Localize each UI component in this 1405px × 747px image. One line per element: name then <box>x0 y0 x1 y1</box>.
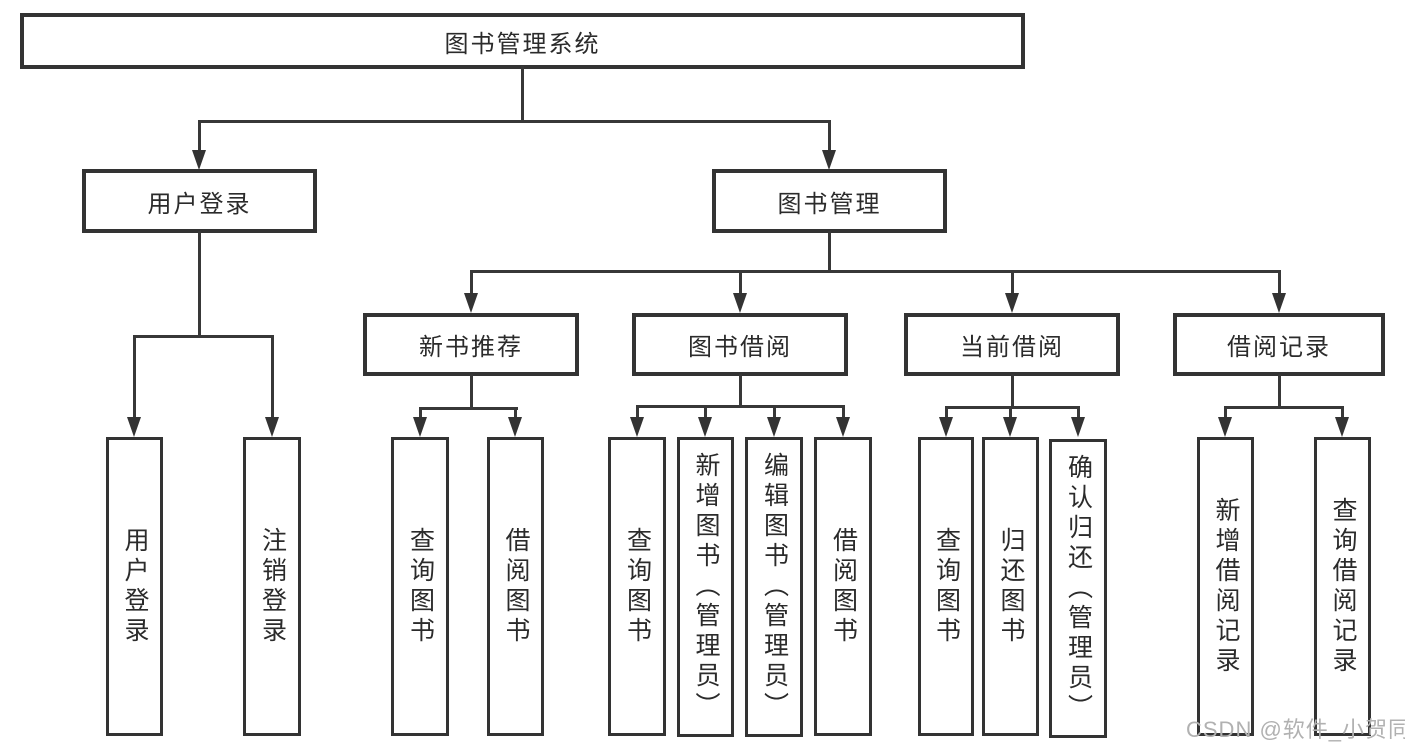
arrowhead-icon <box>1272 293 1286 313</box>
connector-line <box>1278 374 1281 409</box>
arrowhead-icon <box>836 417 850 437</box>
connector-line <box>133 335 136 419</box>
node-bb-add-book-label: 新增图书（管理员） <box>692 452 720 722</box>
connector-line <box>198 120 201 151</box>
node-cb-query-book-label: 查询图书 <box>932 526 961 647</box>
connector-line <box>1077 406 1080 419</box>
connector-line <box>636 405 845 408</box>
diagram-node-current-borrow: 当前借阅 <box>904 313 1120 376</box>
diagram-node-cb-query-book: 查询图书 <box>918 437 974 736</box>
arrowhead-icon <box>1218 417 1232 437</box>
diagram-node-new-book-rec: 新书推荐 <box>363 313 579 376</box>
connector-line <box>1341 406 1344 419</box>
node-book-mgmt-label: 图书管理 <box>777 190 882 218</box>
diagram-node-user-login: 用户登录 <box>82 169 317 233</box>
connector-line <box>773 405 776 419</box>
connector-line <box>842 405 845 419</box>
connector-line <box>1009 406 1012 419</box>
connector-line <box>636 405 639 419</box>
arrowhead-icon <box>630 417 644 437</box>
connector-line <box>470 374 473 410</box>
diagram-node-bb-add-book: 新增图书（管理员） <box>677 437 734 737</box>
connector-line <box>945 406 1080 409</box>
node-logout-label: 注销登录 <box>258 526 287 647</box>
connector-line <box>1224 406 1227 419</box>
connector-line <box>419 407 518 410</box>
node-bb-borrow-book-label: 借阅图书 <box>829 526 858 647</box>
diagram-node-cb-confirm-return: 确认归还（管理员） <box>1049 439 1107 738</box>
connector-line <box>945 406 948 419</box>
connector-line <box>514 407 517 419</box>
node-cb-confirm-return-label: 确认归还（管理员） <box>1064 453 1093 724</box>
arrowhead-icon <box>1071 417 1085 437</box>
arrowhead-icon <box>464 293 478 313</box>
arrowhead-icon <box>767 417 781 437</box>
node-borrow-records-label: 借阅记录 <box>1227 334 1331 361</box>
connector-line <box>1011 270 1014 294</box>
diagram-node-logout: 注销登录 <box>243 437 301 736</box>
arrowhead-icon <box>1005 293 1019 313</box>
diagram-node-bb-query-book: 查询图书 <box>608 437 666 736</box>
node-book-borrow-label: 图书借阅 <box>688 334 792 361</box>
node-cb-return-book-label: 归还图书 <box>997 526 1025 647</box>
connector-line <box>198 231 201 338</box>
connector-line <box>470 270 1281 273</box>
diagram-node-br-add-record: 新增借阅记录 <box>1197 437 1254 736</box>
diagram-node-rec-query-book: 查询图书 <box>391 437 449 736</box>
diagram-node-book-borrow: 图书借阅 <box>632 313 848 376</box>
node-rec-borrow-book-label: 借阅图书 <box>502 526 530 647</box>
node-new-book-rec-label: 新书推荐 <box>419 334 523 361</box>
arrowhead-icon <box>822 150 836 170</box>
arrowhead-icon <box>127 417 141 437</box>
arrowhead-icon <box>698 417 712 437</box>
node-br-query-record-label: 查询借阅记录 <box>1329 496 1357 677</box>
connector-line <box>133 335 274 338</box>
node-login-label: 用户登录 <box>121 526 149 647</box>
connector-line <box>704 405 707 419</box>
connector-line <box>198 120 831 123</box>
connector-line <box>828 120 831 151</box>
connector-line <box>1278 270 1281 294</box>
connector-line <box>521 66 524 122</box>
diagram-node-login: 用户登录 <box>106 437 163 736</box>
diagram-node-root: 图书管理系统 <box>20 13 1025 69</box>
node-current-borrow-label: 当前借阅 <box>960 334 1064 361</box>
node-bb-query-book-label: 查询图书 <box>623 526 652 647</box>
node-rec-query-book-label: 查询图书 <box>406 526 435 647</box>
connector-line <box>1224 406 1344 409</box>
node-bb-edit-book-label: 编辑图书（管理员） <box>760 452 789 722</box>
diagram-node-br-query-record: 查询借阅记录 <box>1314 437 1371 736</box>
connector-line <box>470 270 473 294</box>
arrowhead-icon <box>733 293 747 313</box>
connector-line <box>828 231 831 273</box>
diagram-node-book-mgmt: 图书管理 <box>712 169 947 233</box>
arrowhead-icon <box>939 417 953 437</box>
arrowhead-icon <box>413 417 427 437</box>
arrowhead-icon <box>192 150 206 170</box>
diagram-node-bb-borrow-book: 借阅图书 <box>814 437 872 736</box>
node-root-label: 图书管理系统 <box>444 30 601 58</box>
connector-line <box>739 374 742 408</box>
connector-line <box>271 335 274 419</box>
arrowhead-icon <box>508 417 522 437</box>
node-user-login-label: 用户登录 <box>147 190 252 218</box>
diagram-node-borrow-records: 借阅记录 <box>1173 313 1385 376</box>
connector-line <box>1011 374 1014 409</box>
diagram-node-rec-borrow-book: 借阅图书 <box>487 437 544 736</box>
node-br-add-record-label: 新增借阅记录 <box>1212 496 1240 677</box>
arrowhead-icon <box>1003 417 1017 437</box>
arrowhead-icon <box>265 417 279 437</box>
connector-line <box>739 270 742 294</box>
watermark: CSDN @软件_小贺同学 <box>1186 717 1405 742</box>
arrowhead-icon <box>1335 417 1349 437</box>
connector-line <box>419 407 422 419</box>
diagram-node-cb-return-book: 归还图书 <box>982 437 1039 736</box>
diagram-node-bb-edit-book: 编辑图书（管理员） <box>745 437 803 737</box>
